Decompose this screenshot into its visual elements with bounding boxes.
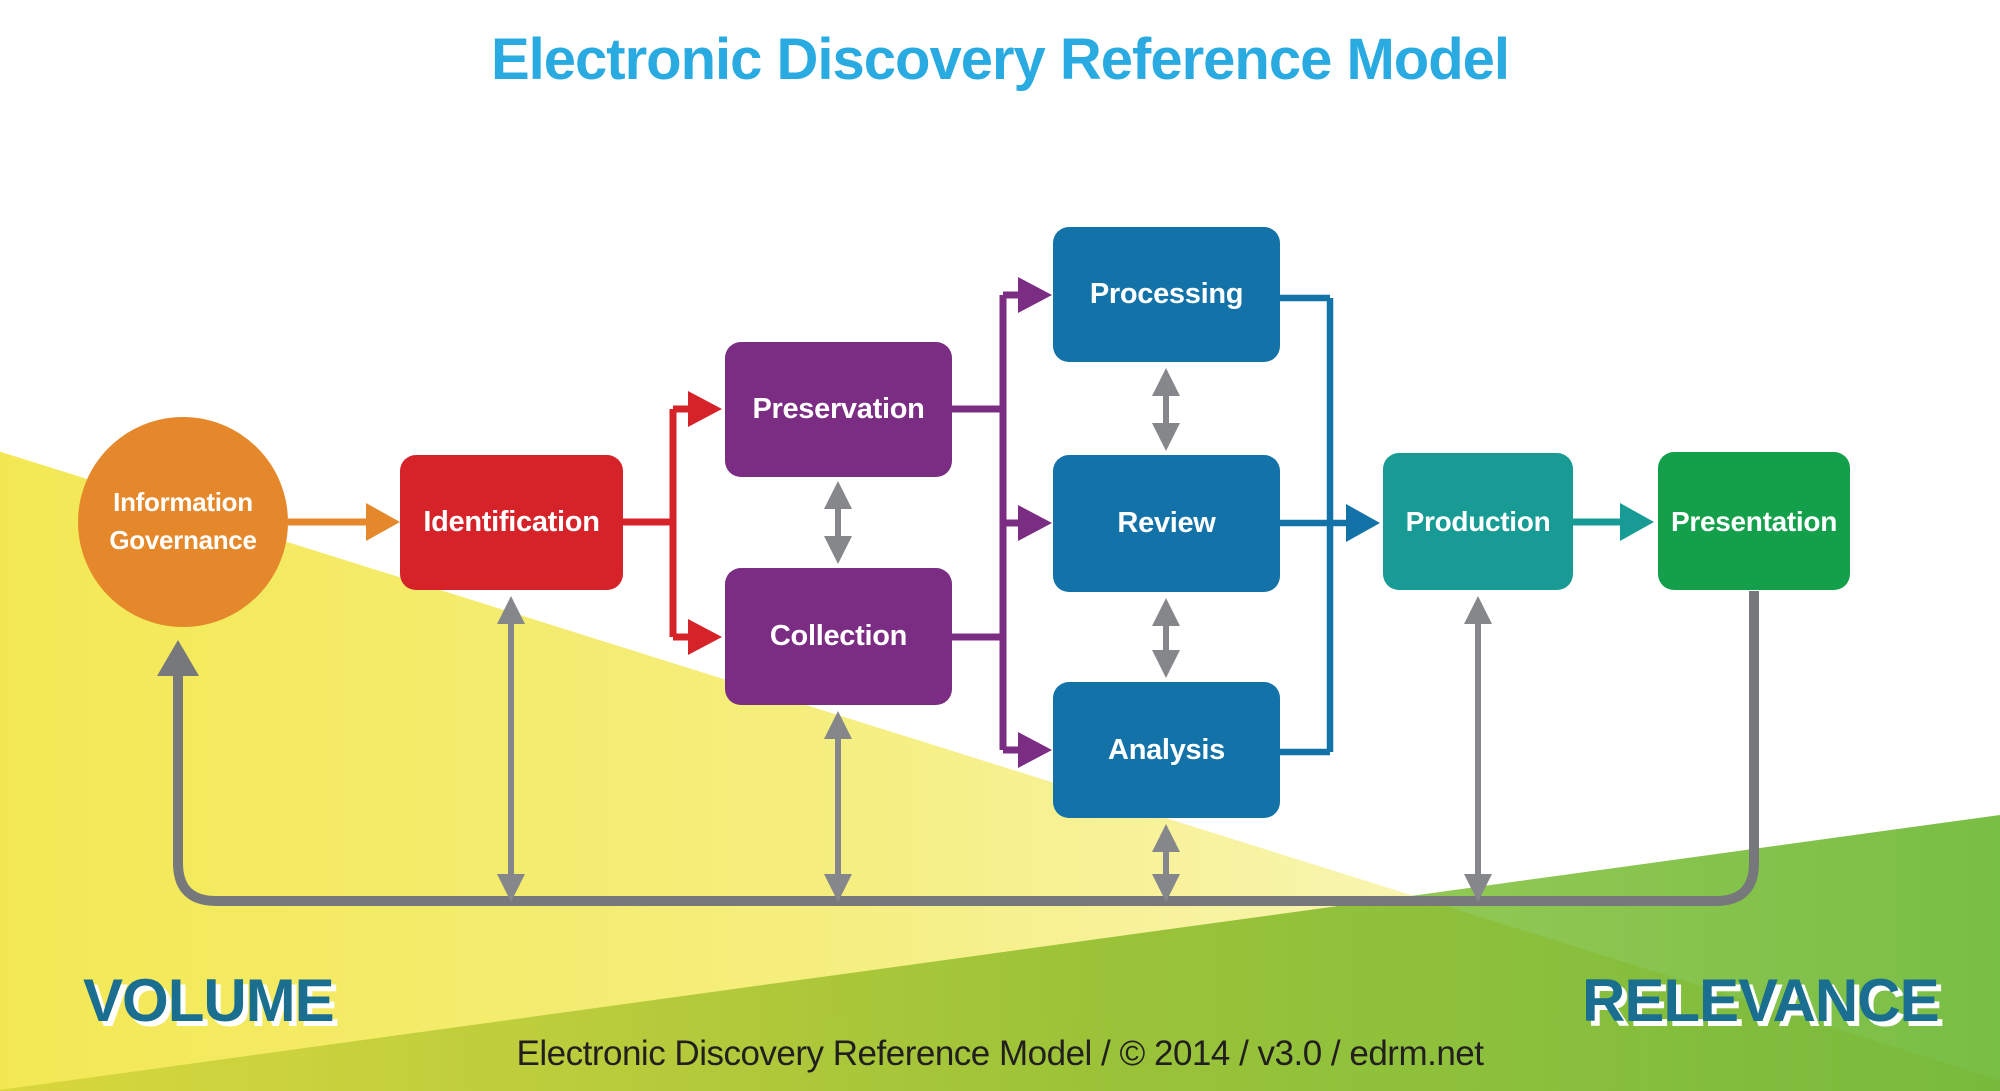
arrowhead-up-infogov — [157, 640, 199, 676]
loop-arrow-analysis — [1152, 824, 1180, 902]
double-arrow-processing-review — [1152, 368, 1180, 451]
node-production: Production — [1383, 453, 1573, 590]
node-review: Review — [1053, 455, 1280, 592]
flow-arrow-blue-bus — [1280, 294, 1380, 756]
flow-arrow-purple-bus — [952, 277, 1052, 768]
node-preservation: Preservation — [725, 342, 952, 477]
double-arrow-review-analysis — [1152, 598, 1180, 678]
feedback-loop-line — [157, 591, 1759, 906]
node-collection: Collection — [725, 568, 952, 705]
page-title: Electronic Discovery Reference Model — [490, 27, 1510, 92]
axis-label-volume: VOLUME — [83, 967, 335, 1034]
double-arrow-preservation-collection — [824, 481, 852, 564]
node-information-governance: Information Governance — [78, 417, 288, 627]
loop-arrow-collection — [824, 711, 852, 902]
node-analysis: Analysis — [1053, 682, 1280, 818]
node-identification: Identification — [400, 455, 623, 590]
loop-arrow-production — [1464, 596, 1492, 902]
flow-arrow-production-presentation — [1573, 503, 1654, 541]
loop-arrow-identification — [497, 596, 525, 902]
feedback-double-arrows — [497, 368, 1492, 902]
footer-credit: Electronic Discovery Reference Model / ©… — [516, 1034, 1484, 1073]
axis-label-relevance: RELEVANCE — [1582, 967, 1940, 1034]
flow-arrow-identification-branch — [623, 391, 722, 655]
node-processing: Processing — [1053, 227, 1280, 362]
node-presentation: Presentation — [1658, 452, 1850, 590]
flow-arrow-infogov-identification — [288, 503, 400, 541]
